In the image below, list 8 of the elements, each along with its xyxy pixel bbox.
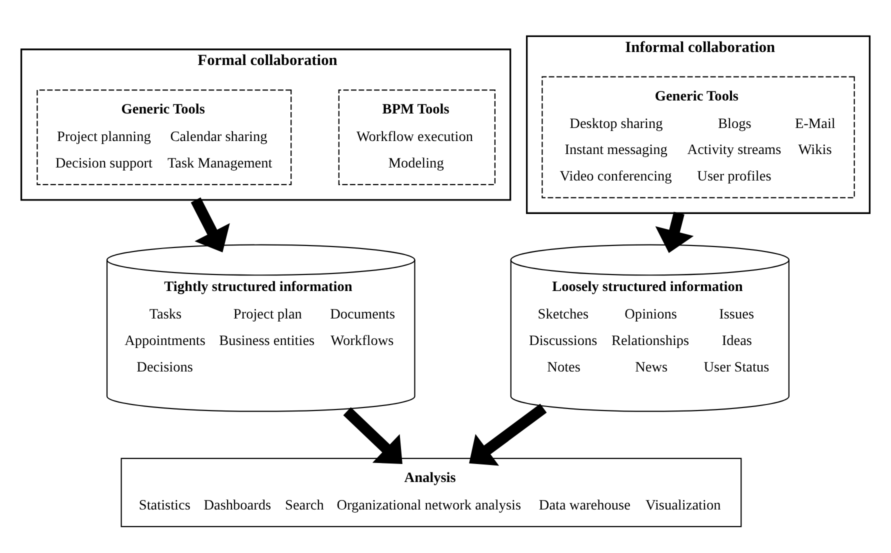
node-box: Generic Tools Desktop sharing Blogs E-Mail Instant messaging Activity streams Wikis Video conferencing User profiles: [542, 76, 855, 198]
arrow: [343, 406, 402, 464]
arrow: [190, 196, 230, 252]
node-box: Analysis Statistics Dashboards Search Organizational network analysis Data warehouse Visualization: [120, 457, 742, 527]
node-box: BPM Tools Workflow execution Modeling: [338, 88, 496, 185]
arrow: [469, 403, 547, 466]
node-box: Generic Tools Project planning Calendar sharing Decision support Task Management: [36, 88, 292, 185]
arrow: [655, 211, 694, 253]
